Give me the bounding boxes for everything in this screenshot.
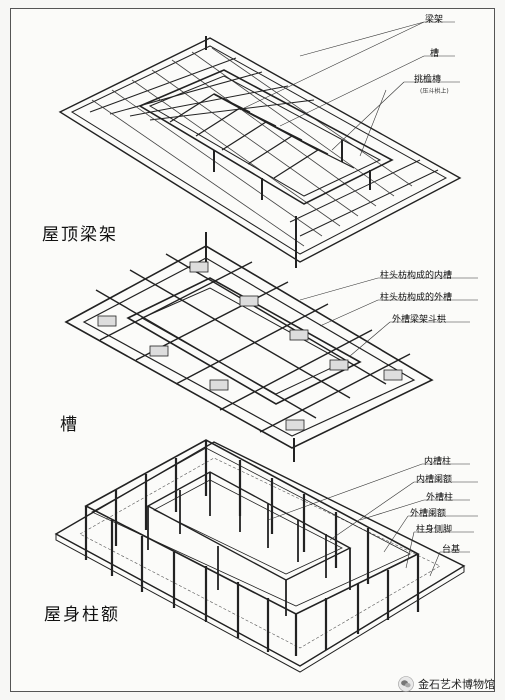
section-title-roof: 屋顶梁架: [42, 225, 118, 245]
label-column-inclination: 柱身侧脚: [416, 525, 453, 535]
label-outer-column: 外槽柱: [426, 493, 454, 503]
watermark-text: 金石艺术博物馆: [418, 678, 495, 691]
section-title-cao: 槽: [60, 415, 79, 435]
body-columns-drawing: [54, 439, 478, 673]
cao-framing-drawing: [64, 232, 478, 462]
section-title-body: 屋身柱额: [44, 605, 120, 625]
label-inner-cao: 柱头枋构成的内槽: [380, 271, 453, 281]
label-eave-purlin-note: (压斗栱上): [420, 88, 449, 95]
roof-framing-drawing: [58, 21, 462, 268]
wechat-icon: [398, 676, 414, 692]
label-outer-cao: 柱头枋构成的外槽: [380, 293, 453, 303]
label-eave-purlin: 挑檐槫: [414, 75, 442, 85]
label-purlin: 槽: [430, 49, 440, 59]
label-inner-lintel: 内槽阑额: [416, 475, 453, 485]
label-beam-frame: 梁架: [425, 15, 444, 25]
label-platform: 台基: [442, 545, 461, 555]
label-outer-lintel: 外槽阑额: [410, 509, 447, 519]
label-inner-column: 内槽柱: [424, 457, 452, 467]
diagram-frame: [10, 8, 495, 692]
label-outer-cao-brackets: 外槽梁架斗栱: [392, 315, 447, 325]
watermark: 金石艺术博物馆: [398, 676, 495, 692]
